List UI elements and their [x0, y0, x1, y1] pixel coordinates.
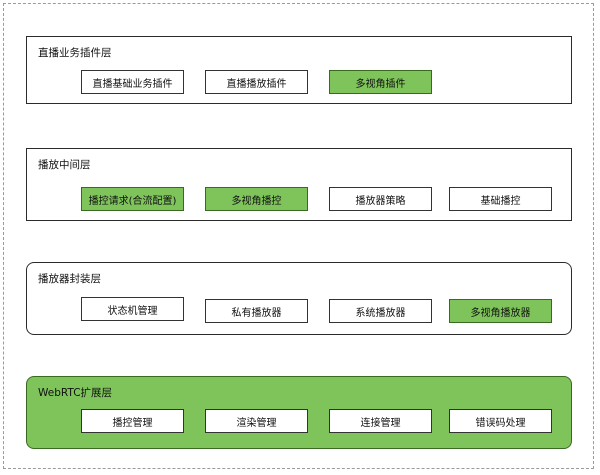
box-playback-request-merge-config: 播控请求(合流配置)	[81, 187, 184, 211]
box-player-strategy: 播放器策略	[329, 187, 432, 211]
box-multi-view-plugin: 多视角插件	[329, 70, 432, 94]
layer-title: 播放器封装层	[38, 273, 101, 285]
box-basic-playback-control: 基础播控	[449, 187, 552, 211]
layer-title: 直播业务插件层	[38, 47, 112, 59]
layer-playback-middleware: 播放中间层 播控请求(合流配置) 多视角播控 播放器策略 基础播控	[26, 148, 572, 221]
diagram-frame	[3, 3, 594, 469]
box-live-playback-plugin: 直播播放插件	[205, 70, 308, 94]
box-private-player: 私有播放器	[205, 299, 308, 323]
layer-title: 播放中间层	[38, 159, 91, 171]
box-multi-view-playback-control: 多视角播控	[205, 187, 308, 211]
box-live-basic-business-plugin: 直播基础业务插件	[81, 70, 184, 94]
layer-title: WebRTC扩展层	[38, 387, 113, 399]
box-playback-control-management: 播控管理	[81, 409, 184, 433]
box-multi-view-player: 多视角播放器	[449, 299, 552, 323]
box-state-machine-management: 状态机管理	[81, 297, 184, 321]
box-render-management: 渲染管理	[205, 409, 308, 433]
box-connection-management: 连接管理	[329, 409, 432, 433]
box-error-code-handling: 错误码处理	[449, 409, 552, 433]
box-system-player: 系统播放器	[329, 299, 432, 323]
layer-player-wrapper: 播放器封装层 状态机管理 私有播放器 系统播放器 多视角播放器	[26, 262, 572, 335]
layer-live-business-plugins: 直播业务插件层 直播基础业务插件 直播播放插件 多视角插件	[26, 36, 572, 104]
layer-webrtc-extension: WebRTC扩展层 播控管理 渲染管理 连接管理 错误码处理	[26, 376, 572, 449]
